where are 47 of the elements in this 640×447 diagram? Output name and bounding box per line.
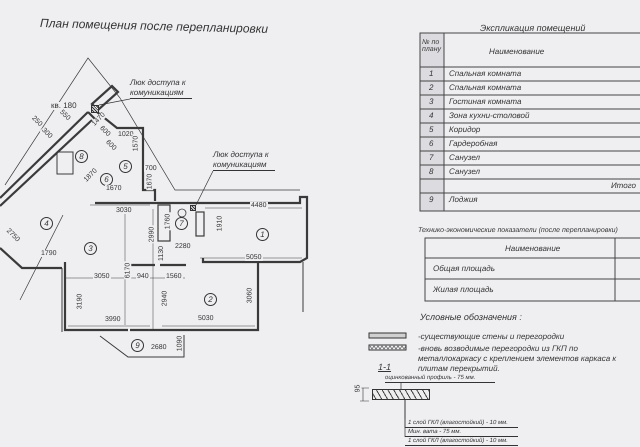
room-number: 5 — [119, 160, 132, 173]
room-number: 9 — [131, 339, 144, 352]
room-name: Гостиная комната — [449, 98, 522, 106]
room-name: Лоджия — [449, 196, 478, 204]
table-heading: Условные обозначения : — [420, 313, 522, 322]
column-header: Наименование — [489, 48, 544, 56]
room-number: 8 — [75, 150, 88, 163]
wall-section-drawing — [372, 389, 430, 400]
leader-callout: Люк доступа к комуникациям — [130, 78, 192, 99]
room-number: 4 — [40, 217, 53, 230]
room-name: Спальная комната — [449, 70, 522, 78]
row-number: 1 — [429, 70, 434, 78]
leader-line — [98, 98, 130, 106]
total-label: Итого — [610, 182, 636, 190]
row-number: 3 — [429, 98, 434, 106]
table-heading: Экспликация помещений — [480, 24, 586, 33]
room-name: Гардеробная — [449, 140, 498, 148]
row-number: 4 — [429, 112, 434, 120]
legend-text: -существующие стены и перегородки — [418, 332, 566, 342]
room-number: 7 — [175, 217, 188, 230]
leader-line — [196, 170, 214, 206]
indicator-name: Общая площадь — [433, 265, 495, 273]
room-name: Зона кухни-столовой — [449, 112, 530, 120]
room-name: Коридор — [449, 126, 480, 134]
leader-callout: Люк доступа к комуникациям — [213, 150, 275, 171]
room-number: 1 — [256, 228, 269, 241]
row-number: 6 — [429, 140, 434, 148]
section-label: 1-1 — [378, 363, 392, 372]
access-hatch — [190, 205, 196, 211]
row-number: 8 — [429, 168, 434, 176]
room-name: Санузел — [449, 154, 480, 162]
room-number: 2 — [204, 293, 217, 306]
column-header: Наименование — [505, 245, 560, 253]
plan-title: План помещения после перепланировки — [40, 17, 268, 35]
indicator-name: Жилая площадь — [433, 286, 494, 294]
leader-line — [404, 400, 406, 438]
legend-text: -вновь возводимые перегородки из ГКП по металлокаркасу с креплением элементов каркаса к плитам перекрытий. — [418, 344, 618, 374]
leader-line — [400, 382, 402, 390]
apartment-number: кв. 180 — [50, 102, 78, 110]
row-number: 2 — [429, 84, 434, 92]
row-number: 7 — [429, 154, 434, 162]
row-number: 5 — [429, 126, 434, 134]
room-number: 3 — [84, 242, 97, 255]
row-number: 9 — [429, 196, 434, 204]
room-name: Спальная комната — [449, 84, 522, 92]
room-name: Санузел — [449, 168, 480, 176]
access-hatch — [91, 105, 99, 113]
